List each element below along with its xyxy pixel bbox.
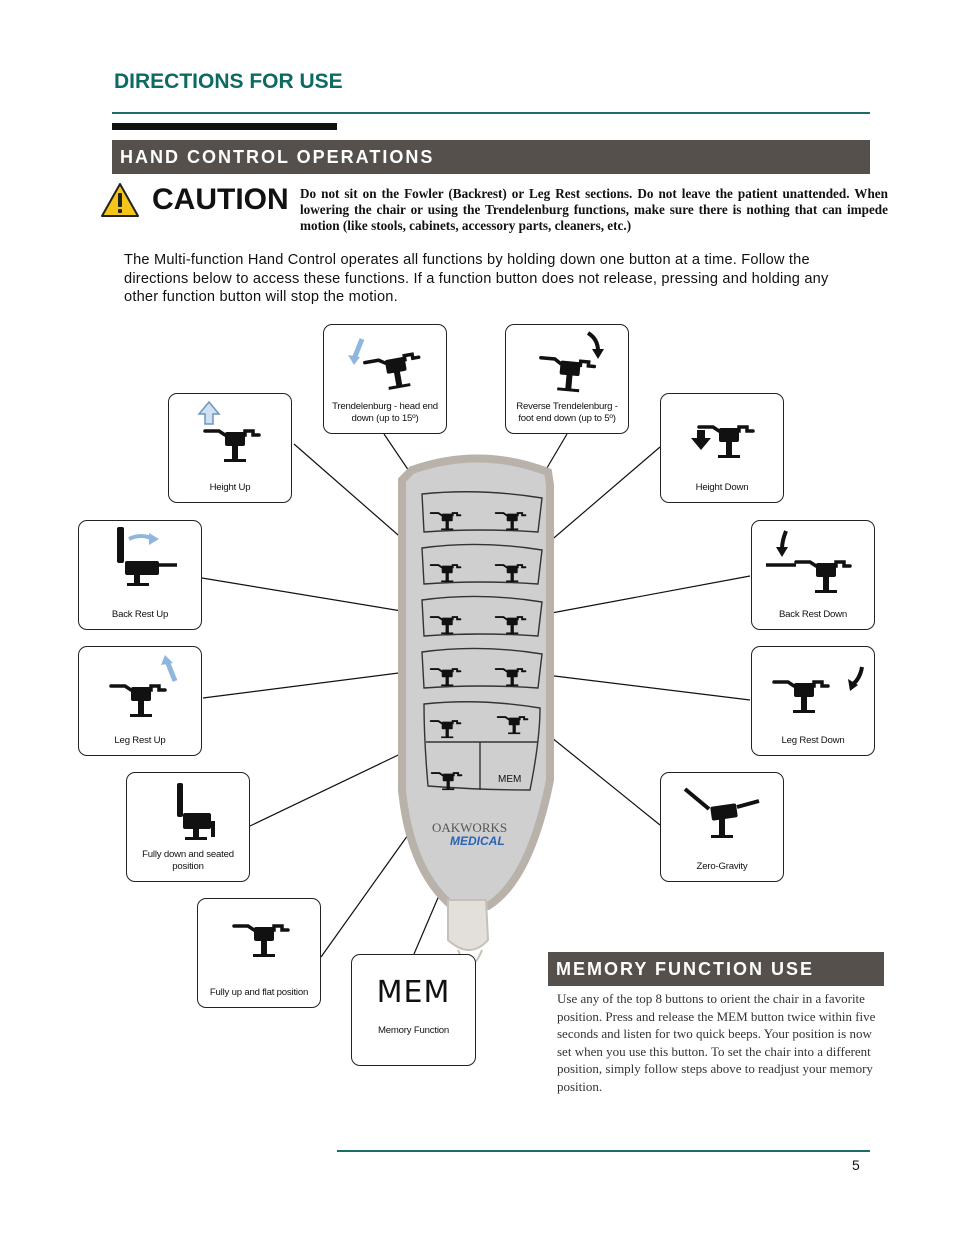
back-rest-down-icon [752, 521, 876, 601]
leg-rest-down-label: Leg Rest Down [754, 735, 872, 747]
flat-label: Fully up and flat position [200, 987, 318, 999]
reverse-trendelenburg-icon [506, 325, 630, 395]
seated-label: Fully down and seated position [129, 849, 247, 873]
function-back-rest-down: Back Rest Down [751, 520, 875, 630]
leg-rest-up-icon [79, 647, 203, 727]
function-seated: Fully down and seated position [126, 772, 250, 882]
function-height-down: Height Down [660, 393, 784, 503]
brand-oakworks: OAKWORKS [432, 820, 507, 835]
function-back-rest-up: Back Rest Up [78, 520, 202, 630]
leg-rest-up-label: Leg Rest Up [81, 735, 199, 747]
function-leg-rest-down: Leg Rest Down [751, 646, 875, 756]
function-zero-gravity: Zero-Gravity [660, 772, 784, 882]
memory-mem-label: MEM [352, 975, 475, 1010]
hand-control-remote: MEM OAKWORKS MEDICAL [402, 458, 550, 965]
function-memory: MEM Memory Function [351, 954, 476, 1066]
function-flat: Fully up and flat position [197, 898, 321, 1008]
seated-position-icon [127, 773, 251, 853]
reverse-trendelenburg-label: Reverse Trendelenburg - foot end down (u… [508, 401, 626, 425]
back-rest-up-label: Back Rest Up [81, 609, 199, 621]
back-rest-up-icon [79, 521, 203, 601]
height-down-label: Height Down [663, 482, 781, 494]
height-up-label: Height Up [171, 482, 289, 494]
trendelenburg-label: Trendelenburg - head end down (up to 15º… [326, 401, 444, 425]
function-reverse-trendelenburg: Reverse Trendelenburg - foot end down (u… [505, 324, 629, 434]
function-height-up: Height Up [168, 393, 292, 503]
brand-medical: MEDICAL [450, 834, 505, 848]
memory-function-text: Use any of the top 8 buttons to orient t… [557, 990, 879, 1095]
function-leg-rest-up: Leg Rest Up [78, 646, 202, 756]
leg-rest-down-icon [752, 647, 876, 727]
remote-mem-label: MEM [498, 774, 521, 785]
zero-gravity-label: Zero-Gravity [663, 861, 781, 873]
memory-function-heading: MEMORY FUNCTION USE [548, 952, 884, 986]
footer-rule [337, 1150, 870, 1152]
page-number: 5 [852, 1157, 860, 1173]
memory-label: Memory Function [354, 1025, 473, 1037]
back-rest-down-label: Back Rest Down [754, 609, 872, 621]
height-down-icon [661, 394, 785, 474]
flat-position-icon [198, 899, 322, 979]
zero-gravity-icon [661, 773, 785, 853]
function-trendelenburg: Trendelenburg - head end down (up to 15º… [323, 324, 447, 434]
height-up-icon [169, 394, 293, 474]
trendelenburg-icon [324, 325, 448, 395]
